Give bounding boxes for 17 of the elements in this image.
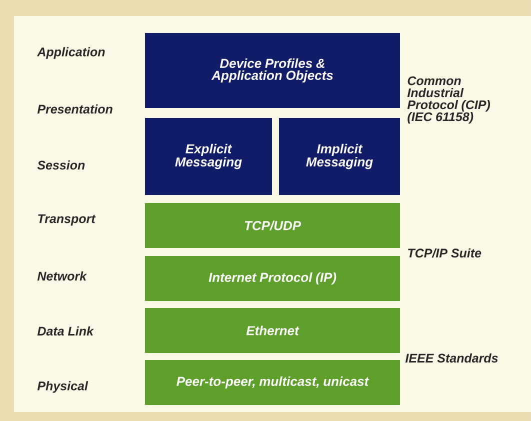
layer-bar: Peer-to-peer, multicast, unicast <box>145 360 400 405</box>
layer-name: Session <box>37 160 85 170</box>
layer-name: Application <box>36 47 105 59</box>
layer-name: Physical <box>37 381 88 393</box>
layer-bar: Internet Protocol (IP) <box>145 256 400 301</box>
protocol-label: Common Industrial Protocol (CIP) (IEC 61158) <box>407 76 490 124</box>
layer-bar: Ethernet <box>145 308 400 353</box>
layer-bar: TCP/UDP <box>145 203 400 248</box>
layer-name: Transport <box>38 214 96 226</box>
protocol-label: IEEE Standards <box>405 353 498 363</box>
protocol-box: Implicit Messaging <box>279 118 400 195</box>
protocol-box: Device Profiles & Application Objects <box>145 33 400 108</box>
protocol-label: TCP/IP Suite <box>408 248 482 258</box>
layer-name: Data Link <box>37 326 94 336</box>
layer-name: Presentation <box>37 104 112 114</box>
layer-name: Network <box>37 271 88 281</box>
protocol-box: Explicit Messaging <box>145 118 272 195</box>
